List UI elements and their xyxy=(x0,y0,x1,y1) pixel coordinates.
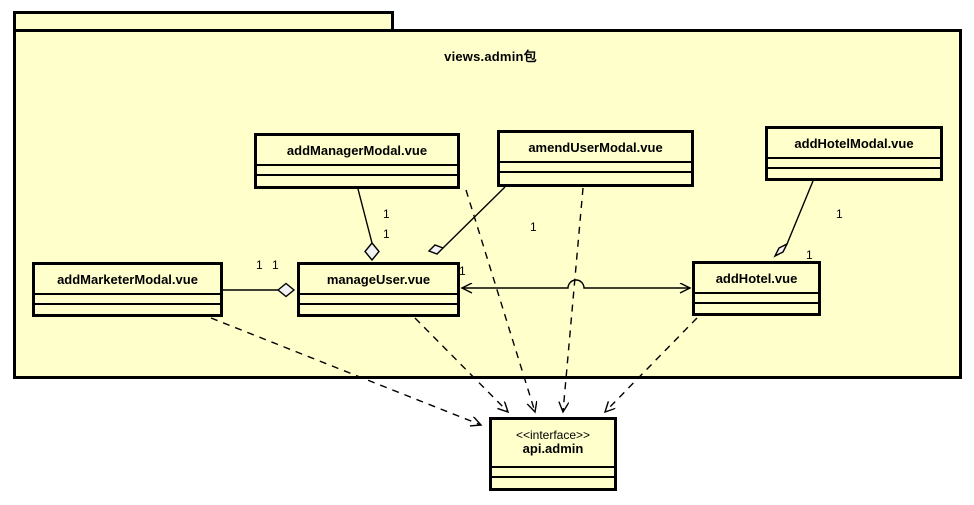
interface-stereotype: <<interface>> xyxy=(515,427,591,442)
multiplicity-label: 1 xyxy=(272,258,279,272)
class-name-manageuser: manageUser.vue xyxy=(300,265,457,295)
class-name-amendusermodal: amendUserModal.vue xyxy=(500,133,691,163)
class-box-manageuser[interactable]: manageUser.vue xyxy=(297,262,460,317)
class-operations-compartment xyxy=(257,176,457,186)
class-operations-compartment xyxy=(35,305,220,315)
class-name-addhotel: addHotel.vue xyxy=(695,264,818,294)
interface-box-apiadmin[interactable]: <<interface>> api.admin xyxy=(489,417,617,491)
multiplicity-label: 1 xyxy=(806,248,813,262)
class-attributes-compartment xyxy=(257,166,457,176)
multiplicity-label: 1 xyxy=(530,220,537,234)
multiplicity-label: 1 xyxy=(836,207,843,221)
interface-name: api.admin xyxy=(522,441,584,457)
package-title: views.admin包 xyxy=(444,49,537,64)
class-attributes-compartment xyxy=(300,295,457,305)
multiplicity-label: 1 xyxy=(383,227,390,241)
class-attributes-compartment xyxy=(695,294,818,304)
class-operations-compartment xyxy=(300,305,457,315)
interface-attributes-compartment xyxy=(492,468,614,478)
multiplicity-label: 1 xyxy=(256,258,263,272)
multiplicity-label: 1 xyxy=(383,207,390,221)
class-name-addmanagermodal: addManagerModal.vue xyxy=(257,136,457,166)
class-box-amendusermodal[interactable]: amendUserModal.vue xyxy=(497,130,694,187)
package-tab xyxy=(13,11,394,29)
class-attributes-compartment xyxy=(768,159,940,169)
class-operations-compartment xyxy=(768,169,940,179)
class-box-addmanagermodal[interactable]: addManagerModal.vue xyxy=(254,133,460,189)
interface-operations-compartment xyxy=(492,478,614,488)
class-box-addhotelmodal[interactable]: addHotelModal.vue xyxy=(765,126,943,181)
class-name-addmarketermodal: addMarketerModal.vue xyxy=(35,265,220,295)
class-box-addhotel[interactable]: addHotel.vue xyxy=(692,261,821,316)
multiplicity-label: 1 xyxy=(459,264,466,278)
class-name-addhotelmodal: addHotelModal.vue xyxy=(768,129,940,159)
class-operations-compartment xyxy=(500,173,691,183)
class-attributes-compartment xyxy=(500,163,691,173)
class-attributes-compartment xyxy=(35,295,220,305)
interface-name-block: <<interface>> api.admin xyxy=(492,420,614,468)
package-body: views.admin包 xyxy=(13,29,962,379)
class-box-addmarketermodal[interactable]: addMarketerModal.vue xyxy=(32,262,223,317)
class-operations-compartment xyxy=(695,304,818,314)
